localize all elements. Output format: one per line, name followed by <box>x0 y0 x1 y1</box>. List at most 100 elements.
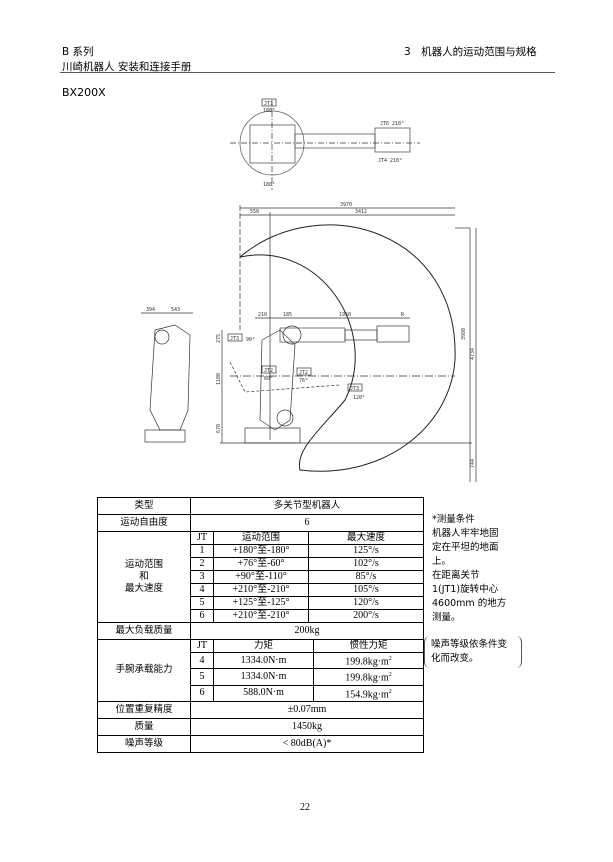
robot-drawing: JT1 180° JT6 210° JT4 210° 180° 3970 558… <box>141 98 477 482</box>
motion-range: +90°至-110° <box>213 570 309 584</box>
mass-label: 质量 <box>97 717 191 736</box>
jt-number: 5 <box>190 668 214 686</box>
jt-number: 4 <box>190 583 214 597</box>
jt2-b-angle: 76° <box>299 378 308 384</box>
inertia-value: 154.9kg·m <box>345 688 389 700</box>
motion-range: +210°至-210° <box>213 583 309 597</box>
top-angle-label-bottom: 180° <box>263 182 275 188</box>
dim-185: 185 <box>283 312 292 318</box>
top-jt1-label: JT1 <box>264 101 273 107</box>
inertia-exponent: 2 <box>388 672 392 679</box>
dim-4734: 4734 <box>470 348 476 360</box>
top-view: JT1 180° JT6 210° JT4 210° 180° <box>230 98 420 190</box>
inertia-value: 199.8kg·m <box>345 672 389 684</box>
jt-number: 6 <box>190 684 214 702</box>
jt-number: 5 <box>190 596 214 610</box>
noise-value: < 80dB(A)* <box>190 734 424 753</box>
note-line: 定在平坦的地面 <box>432 542 499 553</box>
note-line: *测量条件 <box>432 514 475 525</box>
dim-394: 394 <box>146 307 155 313</box>
range-label-3: 最大速度 <box>124 583 163 594</box>
jt3-top-angle: 90° <box>246 337 255 343</box>
header-chapter: 3 机器人的运动范围与规格 <box>404 46 537 58</box>
header-rule <box>60 72 555 73</box>
max-speed: 105°/s <box>308 583 424 597</box>
noise-note: 噪声等级依条件变化而改变。 <box>424 636 522 668</box>
range-header-speed: 最大速度 <box>308 531 424 545</box>
max-speed: 85°/s <box>308 570 424 584</box>
table-row: 位置重复精度±0.07mm <box>97 700 424 719</box>
dim-744: 744 <box>470 459 476 468</box>
max-speed: 102°/s <box>308 557 424 571</box>
inertia-exponent: 2 <box>388 656 392 662</box>
repeatability-value: ±0.07mm <box>190 700 424 719</box>
jt2-b-label: JT2 <box>299 370 308 376</box>
jt3-b-angle: 120° <box>353 395 365 401</box>
jt3-top-label: JT3 <box>230 336 239 342</box>
measurement-note: *测量条件 机器人牢牢地固 定在平坦的地面 上。 在距离关节 1(JT1)旋转中… <box>432 513 512 625</box>
wrist-header-inertia: 惯性力矩 <box>313 639 424 653</box>
wrist-label: 手腕承载能力 <box>97 639 191 702</box>
note-line: 上。 <box>432 556 452 567</box>
jt2-a-angle: 60° <box>264 376 273 382</box>
max-speed: 200°/s <box>308 609 424 623</box>
table-row: 噪声等级< 80dB(A)* <box>97 734 424 753</box>
payload-value: 200kg <box>190 622 424 640</box>
motion-range: +180°至-180° <box>213 544 309 558</box>
type-value: 多关节型机器人 <box>190 497 424 515</box>
noise-label: 噪声等级 <box>97 734 191 753</box>
robot-arm-elevation: 210 185 1950 R 275 1100 670 JT3 90° JT2 … <box>216 312 455 444</box>
side-view: 394 543 <box>141 307 193 443</box>
dim-670: 670 <box>216 424 222 433</box>
jt-number: 6 <box>190 609 214 623</box>
note-line: 在距离关节 <box>432 570 480 581</box>
note-line: 1(JT1)旋转中心 <box>432 584 499 595</box>
dim-total: 3970 <box>340 202 352 208</box>
inertia: 154.9kg·m2 <box>313 684 424 702</box>
torque: 1334.0N·m <box>213 651 314 670</box>
dim-543: 543 <box>171 307 180 313</box>
top-jt6-label: JT6 210° <box>380 121 404 127</box>
max-speed: 120°/s <box>308 596 424 610</box>
wrist-header-torque: 力矩 <box>213 639 314 653</box>
payload-label: 最大负载质量 <box>97 622 191 640</box>
header-manual-title: 川崎机器人 安装和连接手册 <box>62 61 192 73</box>
dim-1950: 1950 <box>339 312 351 318</box>
note-line: 机器人牢牢地固 <box>432 528 499 539</box>
inertia: 199.8kg·m2 <box>313 651 424 670</box>
jt-number: 2 <box>190 557 214 571</box>
dim-1100: 1100 <box>216 373 222 385</box>
max-speed: 125°/s <box>308 544 424 558</box>
table-row: 5+125°至-125°120°/s <box>98 596 424 610</box>
mass-value: 1450kg <box>190 717 424 736</box>
jt-number: 3 <box>190 570 214 584</box>
table-row: 1+180°至-180°125°/s <box>98 544 424 558</box>
dim-3980: 3980 <box>461 328 467 340</box>
note-line: 4600mm 的地方 <box>432 598 507 609</box>
note-line: 测量。 <box>432 612 461 623</box>
jt-number: 4 <box>190 651 214 670</box>
table-row: 手腕承载能力 JT 力矩 惯性力矩 <box>97 639 424 702</box>
wrist-header-jt: JT <box>190 639 214 653</box>
range-header-jt: JT <box>190 531 214 545</box>
dim-210: 210 <box>258 312 267 318</box>
model-title: BX200X <box>62 86 106 99</box>
dof-label: 运动自由度 <box>97 514 191 532</box>
table-row: 运动范围和最大速度 JT 运动范围 最大速度 <box>97 531 424 623</box>
page-number: 22 <box>300 802 310 813</box>
type-label: 类型 <box>97 497 191 515</box>
torque: 588.0N·m <box>213 684 314 702</box>
jt-number: 1 <box>190 544 214 558</box>
header-series: B 系列 <box>62 46 94 58</box>
jt2-a-label: JT2 <box>264 368 273 374</box>
inertia: 199.8kg·m2 <box>313 668 424 686</box>
jt3-b-label: JT3 <box>350 386 359 392</box>
range-label-2: 和 <box>139 571 149 582</box>
